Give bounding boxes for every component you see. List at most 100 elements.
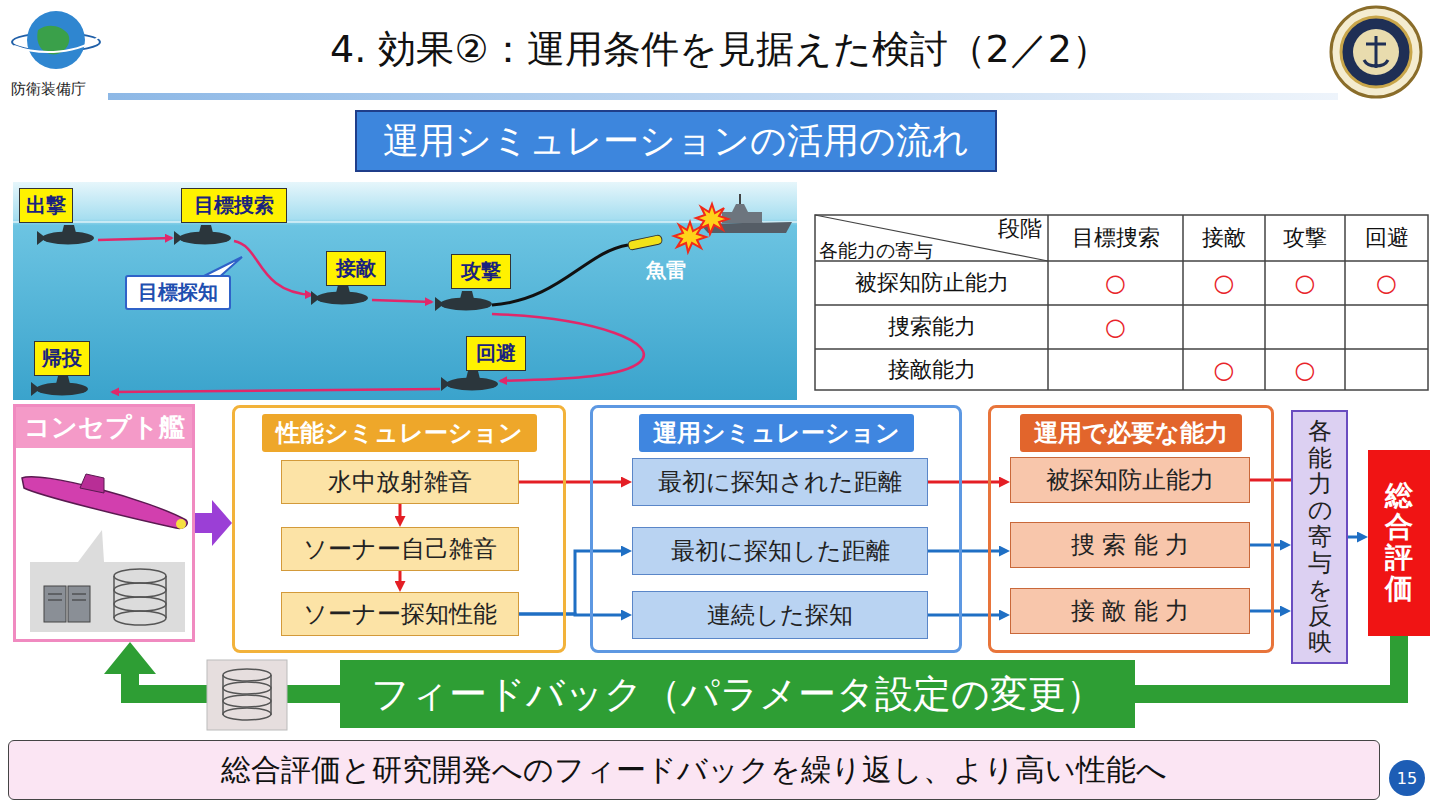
phase-label-box: 回避 — [466, 336, 526, 371]
ocean-scene — [13, 182, 797, 400]
table-corner-label: 段階 — [975, 216, 1045, 242]
process-box: ソーナー探知性能 — [281, 592, 519, 636]
org-name: 防衛装備庁 — [8, 78, 108, 100]
capability-box: 被探知防止能力 — [1010, 457, 1250, 503]
phase-label: 目標捜索 — [194, 192, 274, 219]
process-box: ソーナー自己雑音 — [281, 527, 519, 571]
process-box: 最初に探知された距離 — [632, 458, 928, 506]
page-number: 15 — [1389, 760, 1425, 796]
feedback-text: フィードバック（パラメータ設定の変更） — [371, 669, 1104, 720]
sonar-ring — [223, 682, 271, 694]
table-mark: ○ — [1265, 349, 1345, 390]
sonar-ring — [114, 597, 166, 611]
capability-box: 捜索能力 — [1010, 522, 1250, 568]
connector — [519, 481, 621, 484]
vertical-text: 総合評価 — [1385, 481, 1413, 604]
connector — [1250, 479, 1291, 482]
connector — [1135, 636, 1399, 694]
subtitle-text: 運用シミュレーションの活用の流れ — [383, 117, 969, 166]
table-mark: ○ — [1048, 305, 1183, 349]
process-box: 連続した探知 — [632, 591, 928, 639]
capability-text: 被探知防止能力 — [1046, 464, 1214, 496]
track-arrow — [112, 389, 440, 392]
emblem-center — [1353, 29, 1399, 75]
table-frame — [815, 215, 1428, 390]
connector — [1250, 544, 1280, 547]
capability-box: 接敵能力 — [1010, 588, 1250, 634]
group-box: 運用で必要な能力被探知防止能力捜索能力接敵能力 — [988, 405, 1274, 653]
table-corner-label: 各能力の寄与 — [816, 240, 956, 261]
computer-icon — [68, 586, 90, 622]
table-grid — [815, 215, 1428, 390]
sea-surface — [13, 221, 797, 223]
table-header: 接敵 — [1183, 215, 1265, 261]
submarine — [435, 291, 492, 311]
table-header: 回避 — [1345, 215, 1428, 261]
table-row-header: 接敵能力 — [815, 349, 1048, 390]
concept-box: コンセプト艦 — [13, 404, 195, 642]
table-row-header: 被探知防止能力 — [815, 261, 1048, 305]
submarine — [31, 376, 88, 396]
process-text: 最初に探知された距離 — [658, 466, 902, 498]
torpedo — [628, 235, 663, 251]
submarine — [441, 371, 498, 391]
connector — [195, 513, 212, 533]
submarine — [311, 285, 368, 305]
phase-label-box: 出撃 — [19, 188, 73, 223]
table-mark: ○ — [1183, 261, 1265, 305]
capability-text: 捜索能力 — [1064, 529, 1196, 561]
capability-text: 接敵能力 — [1064, 595, 1196, 627]
emblem-inner — [1341, 17, 1411, 87]
process-text: 最初に探知した距離 — [671, 535, 890, 567]
header-rule — [108, 93, 1338, 100]
logo-globe — [27, 11, 85, 69]
track-arrow — [372, 300, 432, 302]
explosion — [674, 222, 706, 252]
torpedo-track — [492, 245, 628, 305]
concept-sail — [80, 474, 104, 493]
phase-label: 帰投 — [42, 345, 82, 372]
sonar-ring — [223, 708, 271, 720]
feedback-band: フィードバック（パラメータ設定の変更） — [340, 660, 1135, 728]
table-row-header: 捜索能力 — [815, 305, 1048, 349]
phase-label: 出撃 — [26, 192, 66, 219]
table-mark: ○ — [1183, 349, 1265, 390]
caption-bar: 総合評価と研究開発へのフィードバックを繰り返し、より高い性能へ — [8, 740, 1380, 800]
phase-label: 攻撃 — [461, 258, 501, 285]
group-heading: 運用で必要な能力 — [1020, 414, 1242, 452]
page-number-disc — [1389, 760, 1425, 796]
computer-detail — [48, 594, 86, 600]
process-text: ソーナー探知性能 — [303, 598, 497, 630]
connector — [519, 614, 621, 615]
concept-submarine — [22, 477, 187, 529]
phase-label: 接敵 — [336, 255, 376, 282]
slide-title: 4. 効果②：運用条件を見据えた検討（2／2） — [0, 20, 1440, 78]
table-diagonal — [815, 215, 1048, 261]
sonar-ring — [114, 583, 166, 597]
submarine — [37, 225, 94, 245]
group-box: 運用シミュレーション最初に探知された距離最初に探知した距離連続した探知 — [590, 405, 962, 653]
logo-swoosh — [14, 36, 100, 52]
scene-label: 魚雷 — [636, 256, 696, 284]
group-box: 性能シミュレーション水中放射雑音ソーナー自己雑音ソーナー探知性能 — [232, 405, 566, 653]
process-box: 水中放射雑音 — [281, 460, 519, 504]
emblem-anchor — [1364, 36, 1388, 68]
ship-mast — [739, 194, 741, 204]
group-heading: 運用シミュレーション — [639, 414, 914, 452]
group-heading: 性能シミュレーション — [262, 414, 537, 452]
emblem-ring — [1331, 7, 1421, 97]
submarine — [174, 225, 231, 245]
vertical-text: 各能力の寄与を反映 — [1308, 418, 1332, 656]
phase-label: 回避 — [476, 340, 516, 367]
track-arrow — [98, 238, 172, 240]
connector — [1250, 610, 1280, 613]
sonar-ring — [114, 569, 166, 583]
process-text: 連続した探知 — [707, 599, 853, 631]
process-box: 最初に探知した距離 — [632, 527, 928, 575]
caption-text: 総合評価と研究開発へのフィードバックを繰り返し、より高い性能へ — [221, 750, 1167, 791]
table-mark: ○ — [1265, 261, 1345, 305]
callout-box: 目標探知 — [125, 275, 231, 310]
process-text: ソーナー自己雑音 — [303, 533, 497, 565]
table-header: 攻撃 — [1265, 215, 1345, 261]
